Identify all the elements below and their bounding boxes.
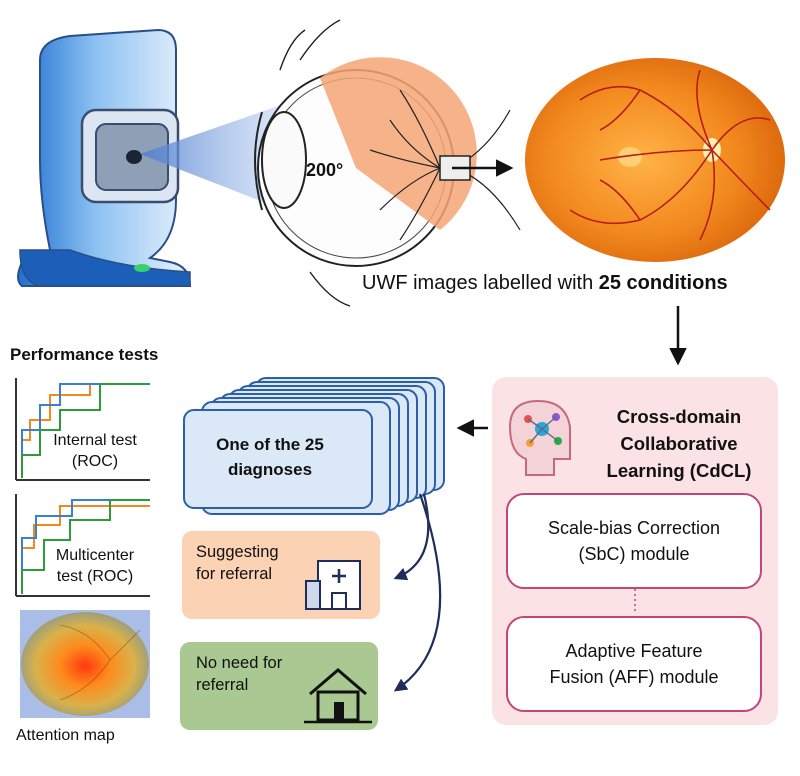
arrow-to-no-referral [393, 493, 442, 692]
house-icon [304, 668, 372, 724]
diagnosis-label: One of the 25 diagnoses [216, 435, 324, 479]
internal-test-label: Internal test (ROC) [53, 432, 137, 470]
uwf-caption-prefix: UWF images labelled with [362, 272, 599, 294]
no-referral-box [180, 642, 378, 730]
attention-map-label: Attention map [16, 727, 115, 744]
diagnosis-card-stack [183, 377, 445, 515]
uwf-caption-emphasis: 25 conditions [598, 272, 728, 294]
referral-label: Suggesting for referral [196, 543, 279, 583]
hospital-icon [305, 560, 361, 610]
fundus-camera-icon [17, 28, 192, 287]
uwf-caption: UWF images labelled with 25 conditions [362, 272, 728, 295]
eye-anatomy-icon: 200° [254, 19, 521, 307]
roc-internal-chart [15, 378, 150, 481]
no-referral-label: No need for referral [196, 654, 283, 694]
aff-module: Adaptive Feature Fusion (AFF) module [506, 616, 762, 712]
multicenter-test-label: Multicenter test (ROC) [55, 547, 135, 585]
roc-multicenter-chart [15, 494, 150, 597]
performance-title: Performance tests [10, 345, 159, 364]
cdcl-title: Cross-domain Collaborative Learning (CdC… [606, 406, 752, 481]
fundus-image-icon [525, 58, 785, 262]
attention-map-image [20, 610, 150, 718]
referral-box [182, 531, 380, 619]
eye-angle-label: 200° [306, 160, 343, 180]
arrow-to-referral [393, 493, 430, 581]
light-beam [140, 104, 284, 210]
brain-network-icon [508, 399, 636, 613]
sbc-module: Scale-bias Correction (SbC) module [506, 493, 762, 589]
